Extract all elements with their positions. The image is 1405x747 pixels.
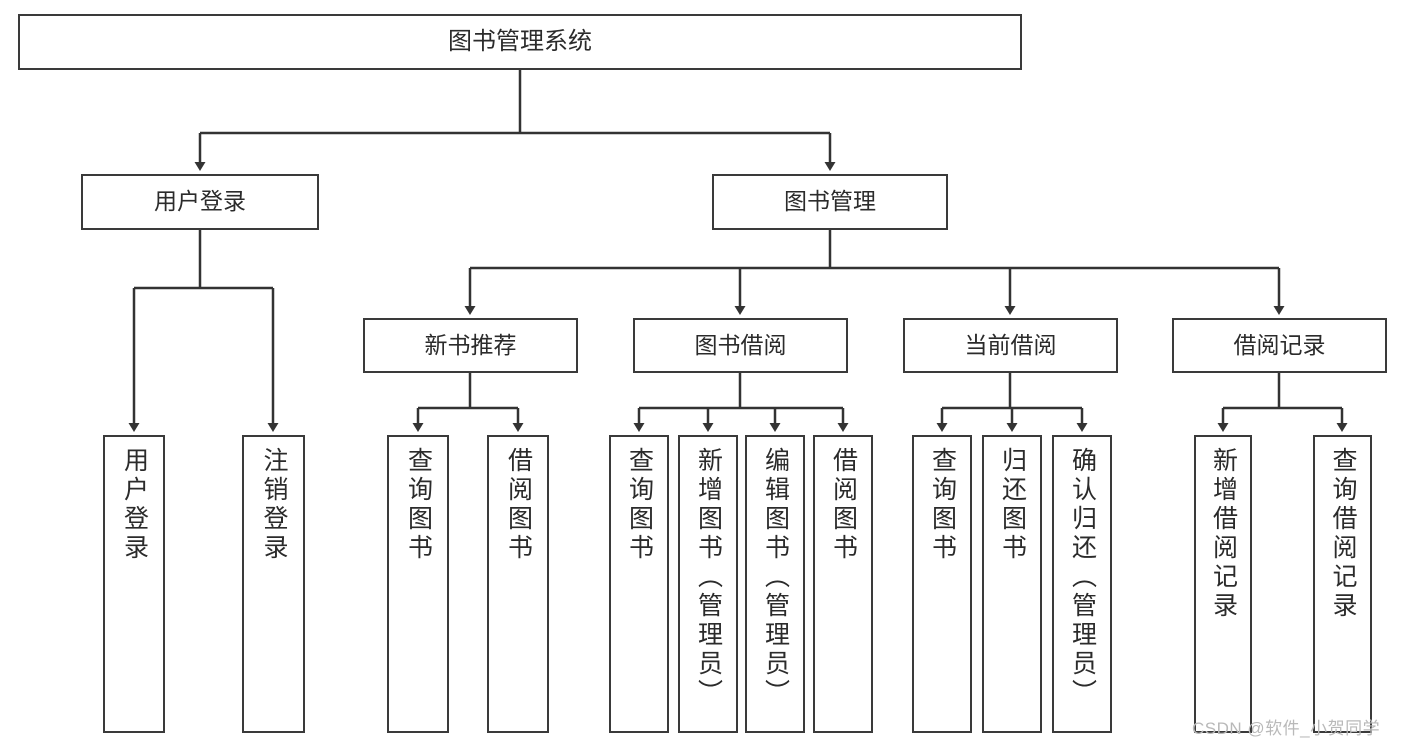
node-leaf-borrow-book-1[interactable]: 借阅图书	[487, 435, 549, 733]
node-borrow-record[interactable]: 借阅记录	[1172, 318, 1387, 373]
node-leaf-edit-book[interactable]: 编辑图书（管理员）	[745, 435, 805, 733]
node-leaf-edit-book-label: 编辑图书（管理员）	[761, 447, 790, 708]
node-current-borrow[interactable]: 当前借阅	[903, 318, 1118, 373]
node-book-borrow-label: 图书借阅	[694, 331, 787, 358]
node-leaf-query-record[interactable]: 查询借阅记录	[1313, 435, 1372, 733]
node-root-label: 图书管理系统	[448, 27, 592, 55]
node-leaf-query-book-3[interactable]: 查询图书	[912, 435, 972, 733]
node-new-book-recommend[interactable]: 新书推荐	[363, 318, 578, 373]
watermark: CSDN @软件_小贺同学	[1192, 719, 1381, 738]
node-book-borrow[interactable]: 图书借阅	[633, 318, 848, 373]
node-leaf-add-record-label: 新增借阅记录	[1209, 447, 1238, 621]
node-leaf-borrow-book-2-label: 借阅图书	[829, 447, 858, 563]
node-leaf-add-book[interactable]: 新增图书（管理员）	[678, 435, 738, 733]
node-leaf-return-book-label: 归还图书	[998, 447, 1027, 563]
node-leaf-add-book-label: 新增图书（管理员）	[694, 447, 723, 708]
node-root[interactable]: 图书管理系统	[18, 14, 1022, 70]
node-user-login-label: 用户登录	[154, 188, 246, 215]
node-leaf-logout[interactable]: 注销登录	[242, 435, 305, 733]
node-leaf-user-login-label: 用户登录	[120, 447, 149, 563]
node-leaf-query-book-2[interactable]: 查询图书	[609, 435, 669, 733]
node-leaf-borrow-book-2[interactable]: 借阅图书	[813, 435, 873, 733]
node-new-book-recommend-label: 新书推荐	[424, 331, 517, 358]
node-leaf-query-book-2-label: 查询图书	[625, 447, 654, 563]
node-leaf-query-book-1[interactable]: 查询图书	[387, 435, 449, 733]
node-leaf-query-book-1-label: 查询图书	[404, 447, 433, 563]
node-leaf-confirm-return-label: 确认归还（管理员）	[1068, 447, 1097, 708]
node-borrow-record-label: 借阅记录	[1233, 331, 1326, 358]
node-leaf-query-book-3-label: 查询图书	[928, 447, 957, 563]
node-leaf-borrow-book-1-label: 借阅图书	[504, 447, 533, 563]
node-book-manage[interactable]: 图书管理	[712, 174, 948, 230]
node-leaf-return-book[interactable]: 归还图书	[982, 435, 1042, 733]
node-leaf-logout-label: 注销登录	[260, 447, 288, 563]
node-leaf-add-record[interactable]: 新增借阅记录	[1194, 435, 1252, 733]
node-book-manage-label: 图书管理	[784, 188, 876, 215]
node-leaf-query-record-label: 查询借阅记录	[1329, 447, 1357, 621]
node-leaf-user-login[interactable]: 用户登录	[103, 435, 165, 733]
node-current-borrow-label: 当前借阅	[964, 331, 1057, 358]
node-user-login[interactable]: 用户登录	[81, 174, 319, 230]
node-leaf-confirm-return[interactable]: 确认归还（管理员）	[1052, 435, 1112, 733]
